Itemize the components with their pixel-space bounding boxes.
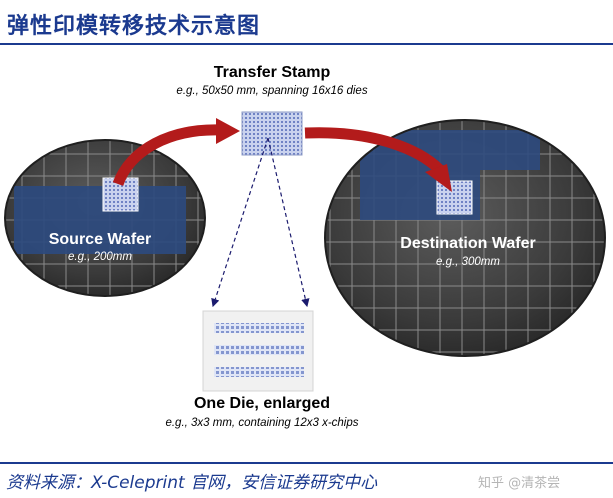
enlarged-die (202, 310, 314, 392)
transfer-stamp-title: Transfer Stamp (213, 64, 331, 81)
zoom-lines (211, 137, 310, 308)
transfer-stamp-subtitle: e.g., 50x50 mm, spanning 16x16 dies (176, 85, 368, 97)
diagram-canvas (4, 111, 606, 392)
source-wafer (4, 139, 206, 297)
footer-divider (0, 462, 613, 464)
destination-wafer (324, 119, 606, 357)
destination-wafer-title: Destination Wafer (400, 235, 536, 252)
stamp-on-destination (436, 180, 473, 215)
one-die-title: One Die, enlarged (193, 395, 331, 412)
one-die-subtitle: e.g., 3x3 mm, containing 12x3 x-chips (165, 417, 359, 429)
transfer-arrow-right (304, 127, 452, 192)
header-divider (0, 43, 613, 45)
header: 弹性印模转移技术示意图 (0, 0, 613, 45)
transfer-stamp (241, 111, 303, 156)
stamp-on-source (102, 177, 139, 212)
source-wafer-title: Source Wafer (48, 231, 152, 248)
source-citation: 资料来源：X-Celeprint 官网，安信证券研究中心 (6, 473, 378, 493)
source-wafer-subtitle: e.g., 200mm (68, 251, 132, 263)
destination-wafer-subtitle: e.g., 300mm (436, 256, 500, 268)
transfer-arrow-left (112, 118, 240, 187)
page-title: 弹性印模转移技术示意图 (7, 14, 261, 39)
watermark: 知乎 @清茶尝 (478, 476, 561, 491)
transfer-diagram: Transfer Stamp e.g., 50x50 mm, spanning … (0, 45, 613, 460)
